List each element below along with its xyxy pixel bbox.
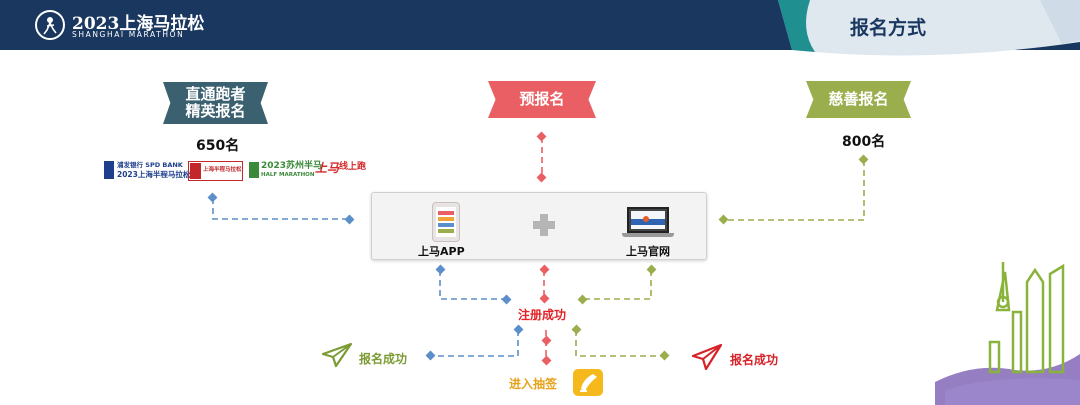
- header-decoration: [778, 0, 1080, 56]
- spd-badge-icon: [104, 161, 114, 179]
- pen-edit-icon: [573, 369, 603, 396]
- logo-title: 2023上海马拉松: [72, 14, 205, 34]
- suzhou-line2: HALF MARATHON: [261, 172, 315, 178]
- spd-line1: 浦发银行 SPD BANK: [117, 161, 183, 169]
- online-text: 线上跑: [339, 162, 367, 172]
- ribbon-pre-label: 预报名: [519, 89, 565, 108]
- ribbon-direct-line2: 精英报名: [185, 102, 246, 120]
- signup-success-right-label: 报名成功: [730, 353, 779, 367]
- ribbon-pre-registration: 预报名: [488, 81, 596, 118]
- laptop-icon: [627, 207, 669, 233]
- sponsor-logo-suzhou-half: 2023苏州半马 HALF MARATHON: [249, 161, 322, 181]
- lottery-label: 进入抽签: [509, 377, 558, 391]
- sponsor-logo-online-run: 上马 线上跑: [315, 160, 370, 180]
- shanghai-half-badge-icon: [190, 163, 201, 179]
- online-mark: 上马: [315, 161, 340, 175]
- paper-plane-icon: [321, 342, 353, 368]
- sponsor-logo-shanghai-half: 上海半程马拉松: [188, 161, 243, 181]
- page-title: 报名方式: [850, 17, 927, 39]
- ribbon-charity-label: 慈善报名: [828, 89, 889, 108]
- sponsor-logo-spd-bank: 浦发银行 SPD BANK 2023上海半程马拉松: [104, 161, 190, 181]
- shanghai-half-text: 上海半程马拉松: [203, 167, 242, 173]
- ribbon-direct-line1: 直通跑者: [185, 84, 246, 103]
- signup-success-left-label: 报名成功: [359, 352, 408, 366]
- skyline-illustration: [935, 262, 1080, 405]
- ribbon-charity: 慈善报名: [806, 81, 911, 118]
- ribbon-direct-elite: 直通跑者 精英报名: [163, 82, 268, 124]
- platform-web-label: 上马官网: [626, 245, 670, 258]
- suzhou-badge-icon: [249, 162, 259, 178]
- direct-count: 650名: [196, 138, 240, 154]
- suzhou-line1: 2023苏州半马: [261, 161, 323, 171]
- plus-icon: [533, 214, 555, 236]
- marathon-logo-icon: [35, 10, 65, 40]
- paper-plane-icon: [691, 343, 723, 371]
- phone-icon: [432, 202, 460, 242]
- register-success-label: 注册成功: [518, 308, 567, 322]
- platform-app-label: 上马APP: [418, 245, 465, 258]
- spd-line2: 2023上海半程马拉松: [117, 170, 191, 179]
- laptop-base: [622, 233, 674, 237]
- connector-nodes: [207, 131, 869, 366]
- charity-count: 800名: [842, 134, 886, 150]
- logo-subtitle: SHANGHAI MARATHON: [72, 30, 185, 39]
